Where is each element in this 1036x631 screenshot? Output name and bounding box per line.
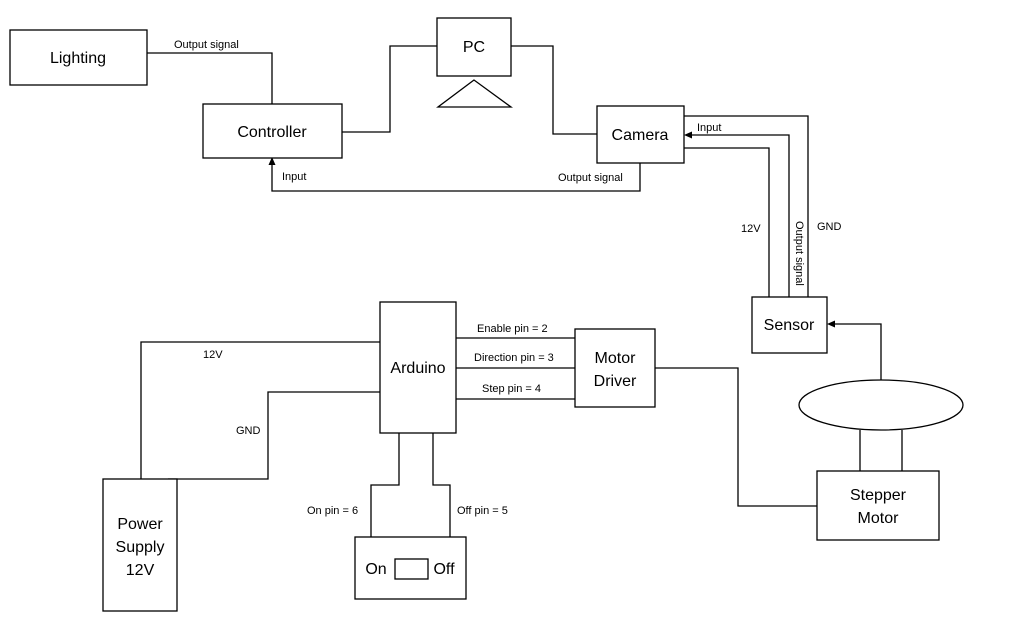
controller-input-label: Input	[282, 171, 306, 183]
power-supply-label-line2: Supply	[116, 539, 165, 556]
lighting-output-label: Output signal	[174, 39, 239, 51]
sensor-gnd-label: GND	[817, 221, 842, 233]
sensor-label: Sensor	[764, 317, 815, 334]
power-supply-label-line3: 12V	[126, 562, 155, 579]
psu-gnd-label: GND	[236, 425, 261, 437]
wire-lighting-controller	[147, 52, 273, 104]
wire-off-pin	[432, 433, 451, 537]
switch-off-label: Off	[433, 561, 455, 578]
arduino-block: Arduino	[379, 301, 457, 434]
stepper-motor-label-line1: Stepper	[850, 487, 907, 504]
power-supply-label-line1: Power	[117, 516, 163, 533]
wire-psu-12v	[140, 341, 380, 479]
arrowhead-controller-input	[268, 157, 276, 165]
arrowhead-sensor-input	[827, 320, 835, 328]
switch-on-label: On	[365, 561, 386, 578]
arduino-label: Arduino	[390, 360, 445, 377]
wire-sensor-output	[690, 134, 790, 297]
wire-on-pin	[370, 433, 400, 537]
camera-block: Camera	[596, 105, 685, 164]
controller-label: Controller	[237, 124, 307, 141]
power-supply-block: Power Supply 12V	[102, 478, 178, 612]
wire-controller-pc	[342, 45, 437, 133]
sensor-12v-label: 12V	[741, 223, 761, 235]
stepper-motor-block: Stepper Motor	[816, 470, 940, 541]
controller-block: Controller	[202, 103, 343, 159]
on-off-switch-block: On Off	[354, 536, 467, 600]
direction-pin-label: Direction pin = 3	[474, 352, 554, 364]
arrowhead-camera-input	[684, 131, 692, 139]
wire-pc-camera	[511, 45, 597, 135]
wire-sensor-12v	[684, 147, 770, 297]
motor-driver-label-line1: Motor	[595, 350, 637, 367]
wire-camera-controller	[271, 163, 641, 192]
pc-block: PC	[436, 17, 513, 108]
stepper-motor-label-line2: Motor	[858, 510, 900, 527]
wire-driver-motor	[655, 367, 817, 507]
sensor-block: Sensor	[751, 296, 828, 354]
encoder-disc	[798, 379, 964, 431]
pc-stand	[436, 79, 513, 108]
motor-driver-label-line2: Driver	[594, 373, 637, 390]
pc-label: PC	[463, 39, 485, 56]
on-pin-label: On pin = 6	[307, 505, 358, 517]
enable-pin-label: Enable pin = 2	[477, 323, 548, 335]
switch-toggle	[394, 558, 429, 580]
wire-sensor-gnd	[684, 115, 809, 297]
wire-psu-gnd	[168, 391, 380, 480]
off-pin-label: Off pin = 5	[457, 505, 508, 517]
psu-12v-label: 12V	[203, 349, 223, 361]
lighting-label: Lighting	[50, 50, 106, 67]
sensor-output-label: Output signal	[793, 221, 805, 286]
camera-label: Camera	[612, 127, 669, 144]
camera-output-label: Output signal	[558, 172, 623, 184]
camera-input-label: Input	[697, 122, 721, 134]
wire-disc-sensor	[833, 323, 882, 380]
motor-driver-block: Motor Driver	[574, 328, 656, 408]
step-pin-label: Step pin = 4	[482, 383, 541, 395]
lighting-block: Lighting	[9, 29, 148, 86]
